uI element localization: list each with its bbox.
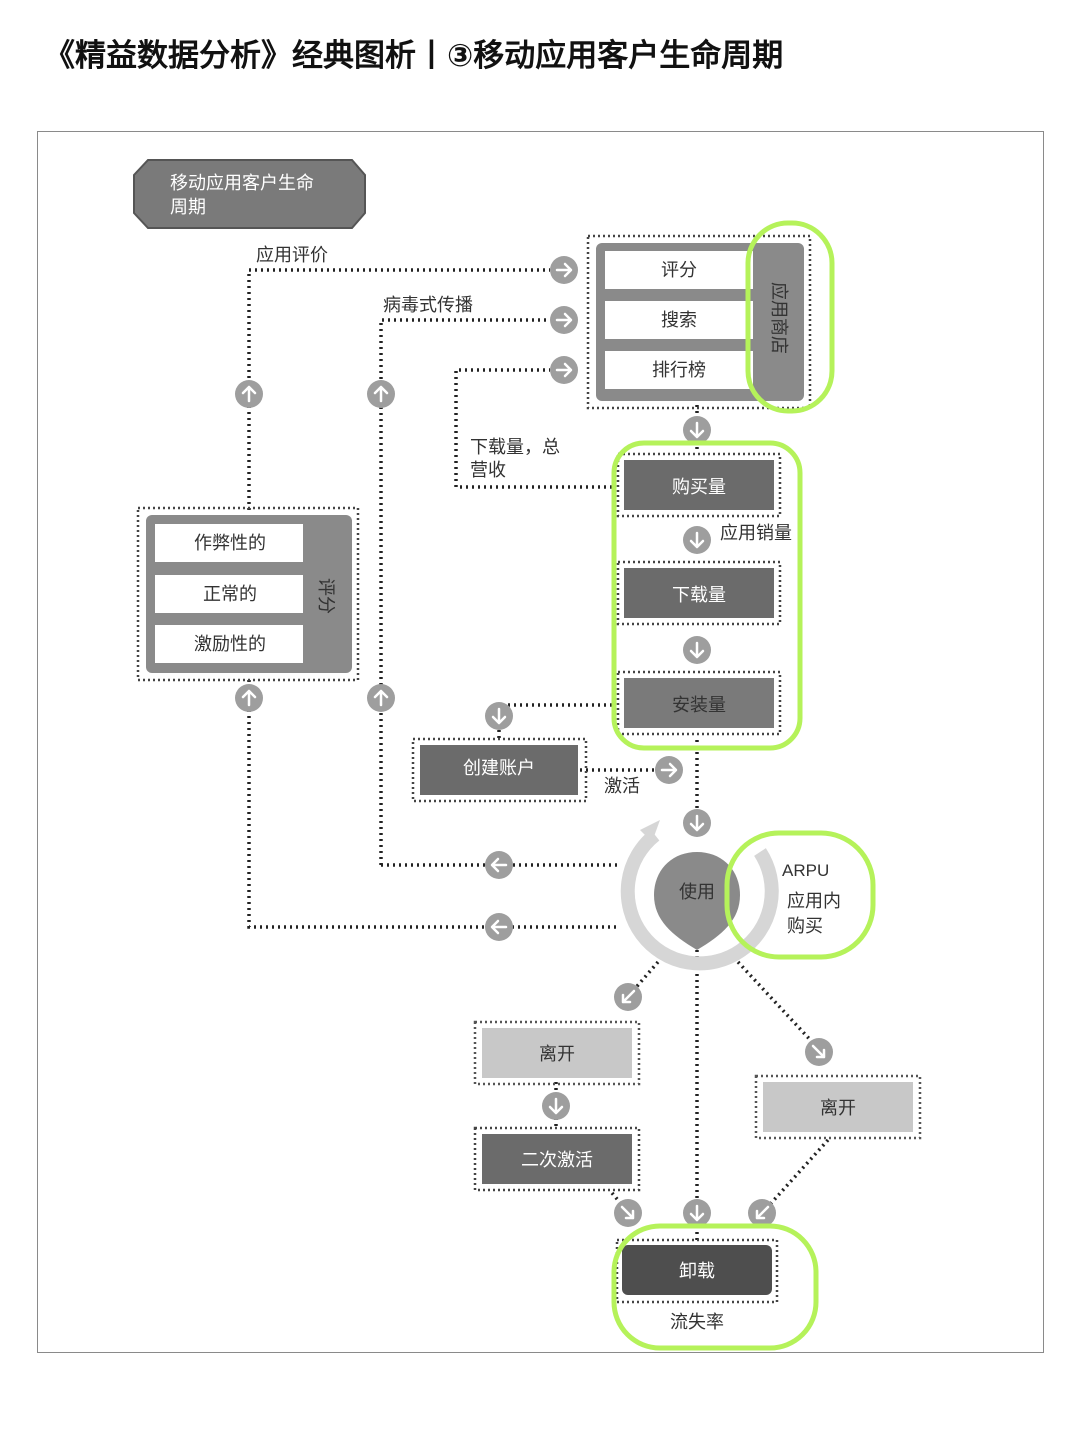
line-downloads-revenue: [454, 368, 612, 489]
uninstall-label: 卸载: [679, 1261, 715, 1282]
funnel-downloads: 下载量: [672, 585, 726, 606]
highlight-annotations: [611, 220, 876, 1351]
line-app-review: [247, 268, 550, 510]
arrow-down-icon: [540, 1090, 572, 1122]
line-install-to-account: [497, 703, 612, 740]
edge-label-downloads-revenue-2: 营收: [470, 460, 506, 481]
rating-group: 作弊性的 正常的 激励性的 评分: [136, 506, 360, 682]
reactivate-label: 二次激活: [521, 1150, 593, 1171]
arrow-left-icon: [483, 911, 515, 943]
reactivate-group: 二次激活: [473, 1126, 641, 1192]
rating-label: 评分: [315, 578, 336, 614]
arrow-down-left-icon: [746, 1197, 778, 1229]
diagram-title-line1: 移动应用客户生命: [170, 173, 314, 194]
rating-item-incentivized: 激励性的: [194, 634, 266, 655]
leave-left-group: 离开: [473, 1020, 641, 1086]
highlight-churn: [611, 1223, 819, 1351]
create-account-label: 创建账户: [463, 758, 535, 779]
store-item-rating: 评分: [661, 260, 697, 281]
arpu-label: ARPU: [782, 861, 829, 880]
arrow-right-icon: [548, 304, 580, 336]
arrow-up-icon: [365, 378, 397, 410]
uninstall-group: 卸载: [615, 1238, 779, 1304]
arrow-down-icon: [681, 414, 713, 446]
store-item-search: 搜索: [661, 310, 697, 331]
arrow-down-left-icon: [612, 981, 644, 1013]
funnel-purchases: 购买量: [672, 477, 726, 498]
arrow-down-right-icon: [612, 1197, 644, 1229]
arrow-right-icon: [548, 354, 580, 386]
store-item-ranking: 排行榜: [652, 360, 706, 381]
line-use-to-rating: [247, 680, 620, 929]
arrow-down-icon: [483, 700, 515, 732]
funnel-group: 购买量 下载量 安装量: [616, 452, 782, 736]
arrow-left-icon: [483, 849, 515, 881]
in-app-purchase-line1: 应用内: [787, 891, 841, 912]
activate-label: 激活: [604, 776, 640, 797]
app-store-group: 评分 搜索 排行榜 应用商店: [586, 234, 812, 410]
line-leave-right-uninstall: [763, 1138, 830, 1212]
in-app-purchase-line2: 购买: [787, 916, 823, 937]
rating-item-cheating: 作弊性的: [194, 533, 266, 554]
arrow-down-icon: [681, 807, 713, 839]
arrow-down-icon: [681, 1197, 713, 1229]
leave-left-label: 离开: [539, 1044, 575, 1065]
app-sales-label: 应用销量: [720, 523, 792, 544]
arrow-down-right-icon: [803, 1036, 835, 1068]
line-viral: [379, 318, 550, 865]
edge-label-downloads-revenue-1: 下载量，总: [470, 437, 560, 458]
diagram-title-plaque: 移动应用客户生命 周期: [133, 159, 366, 229]
highlight-app-store: [745, 220, 835, 414]
arrow-markers: [233, 254, 835, 1229]
line-use-leave-left: [630, 960, 660, 994]
edge-label-viral: 病毒式传播: [383, 295, 473, 316]
arrow-up-icon: [233, 682, 265, 714]
leave-right-group: 离开: [754, 1074, 922, 1140]
store-label: 应用商店: [768, 282, 789, 354]
arrow-right-icon: [653, 754, 685, 786]
diagram-title-line2: 周期: [170, 197, 206, 218]
funnel-installs: 安装量: [672, 695, 726, 716]
highlight-funnel: [611, 440, 803, 751]
arrow-right-icon: [548, 254, 580, 286]
use-cycle: 使用: [620, 820, 779, 971]
arrow-up-icon: [365, 682, 397, 714]
create-account-group: 创建账户: [411, 737, 588, 803]
arrow-down-icon: [681, 634, 713, 666]
highlight-in-app-purchase: [724, 830, 876, 960]
arrow-up-icon: [233, 378, 265, 410]
line-use-leave-right: [736, 960, 817, 1047]
edge-label-app-review: 应用评价: [256, 245, 328, 266]
leave-right-label: 离开: [820, 1098, 856, 1119]
arrow-down-icon: [681, 524, 713, 556]
use-label: 使用: [679, 882, 715, 903]
rating-item-normal: 正常的: [203, 584, 257, 605]
churn-label: 流失率: [670, 1312, 724, 1333]
page-title: 《精益数据分析》经典图析丨③移动应用客户生命周期: [44, 38, 784, 74]
